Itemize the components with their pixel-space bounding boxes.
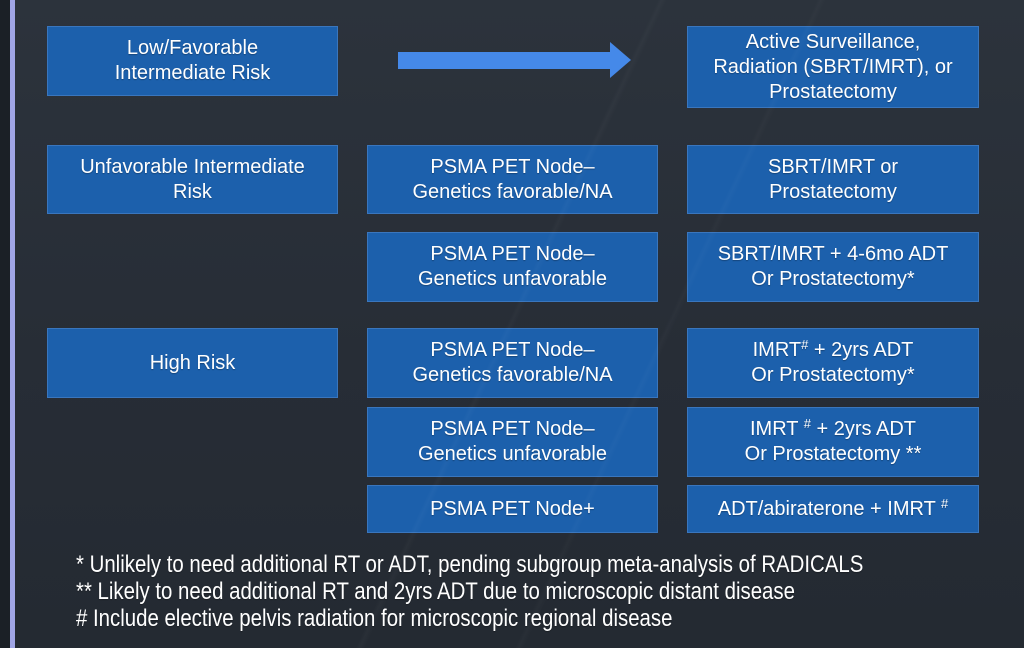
box-psma-node-positive: PSMA PET Node+ — [367, 485, 658, 533]
box-text-segment: + 2yrs ADT — [810, 418, 916, 440]
box-text-line: Prostatectomy — [769, 80, 897, 103]
box-text-line: Intermediate Risk — [114, 62, 271, 84]
box-text-line: SBRT/IMRT + 4-6mo ADT — [717, 243, 949, 265]
box-active-surveillance-radiation-prostatectomy: Active Surveillance, Radiation (SBRT/IMR… — [687, 26, 979, 108]
box-psma-node-neg-genetics-favorable-hr: PSMA PET Node– Genetics favorable/NA — [367, 328, 658, 398]
flow-arrow-head — [610, 42, 631, 78]
box-text-line: Prostatectomy — [769, 180, 897, 203]
footnote-double-asterisk: ** Likely to need additional RT and 2yrs… — [76, 578, 795, 605]
box-text-line: PSMA PET Node– — [430, 339, 595, 361]
box-text-line: IMRT# + 2yrs ADT — [753, 338, 914, 363]
box-text-line: Genetics favorable/NA — [412, 180, 613, 203]
superscript-hash: # — [801, 337, 809, 352]
box-text-line: Risk — [173, 180, 212, 203]
superscript-hash: # — [941, 495, 949, 511]
slide-left-edge — [0, 0, 10, 648]
superscript-hash: # — [803, 416, 811, 431]
box-psma-node-neg-genetics-unfavorable-hr: PSMA PET Node– Genetics unfavorable — [367, 407, 658, 477]
box-text-line: ADT/abiraterone + IMRT # — [718, 497, 948, 522]
box-text-line: Active Surveillance, — [745, 30, 921, 53]
box-text-line: Genetics unfavorable — [417, 268, 607, 290]
box-text-line: Unfavorable Intermediate — [80, 155, 305, 178]
box-text-line: PSMA PET Node– — [430, 418, 595, 440]
box-unfavorable-intermediate-risk: Unfavorable Intermediate Risk — [47, 145, 338, 214]
footnote-asterisk: * Unlikely to need additional RT or ADT,… — [76, 551, 864, 578]
box-text-line: Genetics unfavorable — [417, 443, 607, 465]
box-psma-node-neg-genetics-favorable-ui: PSMA PET Node– Genetics favorable/NA — [367, 145, 658, 214]
box-imrt-2yrs-adt-or-prostatectomy-2: IMRT # + 2yrs ADT Or Prostatectomy ** — [687, 407, 979, 477]
box-text-line: Or Prostatectomy ** — [744, 443, 922, 465]
box-text-line: Or Prostatectomy* — [751, 364, 915, 386]
box-text-line: Radiation (SBRT/IMRT), or — [713, 55, 953, 78]
footnotes: * Unlikely to need additional RT or ADT,… — [76, 551, 1024, 632]
box-text-line: PSMA PET Node– — [430, 243, 595, 265]
box-imrt-2yrs-adt-or-prostatectomy: IMRT# + 2yrs ADT Or Prostatectomy* — [687, 328, 979, 398]
slide-edge-stripe — [10, 0, 15, 648]
footnote-hash: # Include elective pelvis radiation for … — [76, 605, 673, 632]
box-text-line: PSMA PET Node+ — [430, 497, 595, 520]
box-text-line: Genetics favorable/NA — [412, 364, 613, 386]
box-text-line: SBRT/IMRT or — [767, 155, 899, 178]
box-sbrt-imrt-adt-or-prostatectomy: SBRT/IMRT + 4-6mo ADT Or Prostatectomy* — [687, 232, 979, 302]
box-text-line: High Risk — [149, 351, 236, 374]
box-text-line: Or Prostatectomy* — [751, 268, 915, 290]
box-text-line: IMRT # + 2yrs ADT — [750, 417, 916, 442]
box-text-segment: IMRT — [752, 339, 802, 361]
box-text-segment: IMRT — [750, 418, 804, 440]
box-text-segment: ADT/abiraterone + IMRT — [717, 497, 941, 520]
box-adt-abiraterone-imrt: ADT/abiraterone + IMRT # — [687, 485, 979, 533]
box-high-risk: High Risk — [47, 328, 338, 398]
box-sbrt-imrt-or-prostatectomy: SBRT/IMRT or Prostatectomy — [687, 145, 979, 214]
box-text-line: PSMA PET Node– — [430, 155, 595, 178]
box-low-favorable-intermediate-risk: Low/Favorable Intermediate Risk — [47, 26, 338, 96]
box-text-line: Low/Favorable — [126, 37, 259, 59]
flow-arrow-body — [398, 52, 611, 69]
box-text-segment: + 2yrs ADT — [808, 339, 914, 361]
box-psma-node-neg-genetics-unfavorable-ui: PSMA PET Node– Genetics unfavorable — [367, 232, 658, 302]
